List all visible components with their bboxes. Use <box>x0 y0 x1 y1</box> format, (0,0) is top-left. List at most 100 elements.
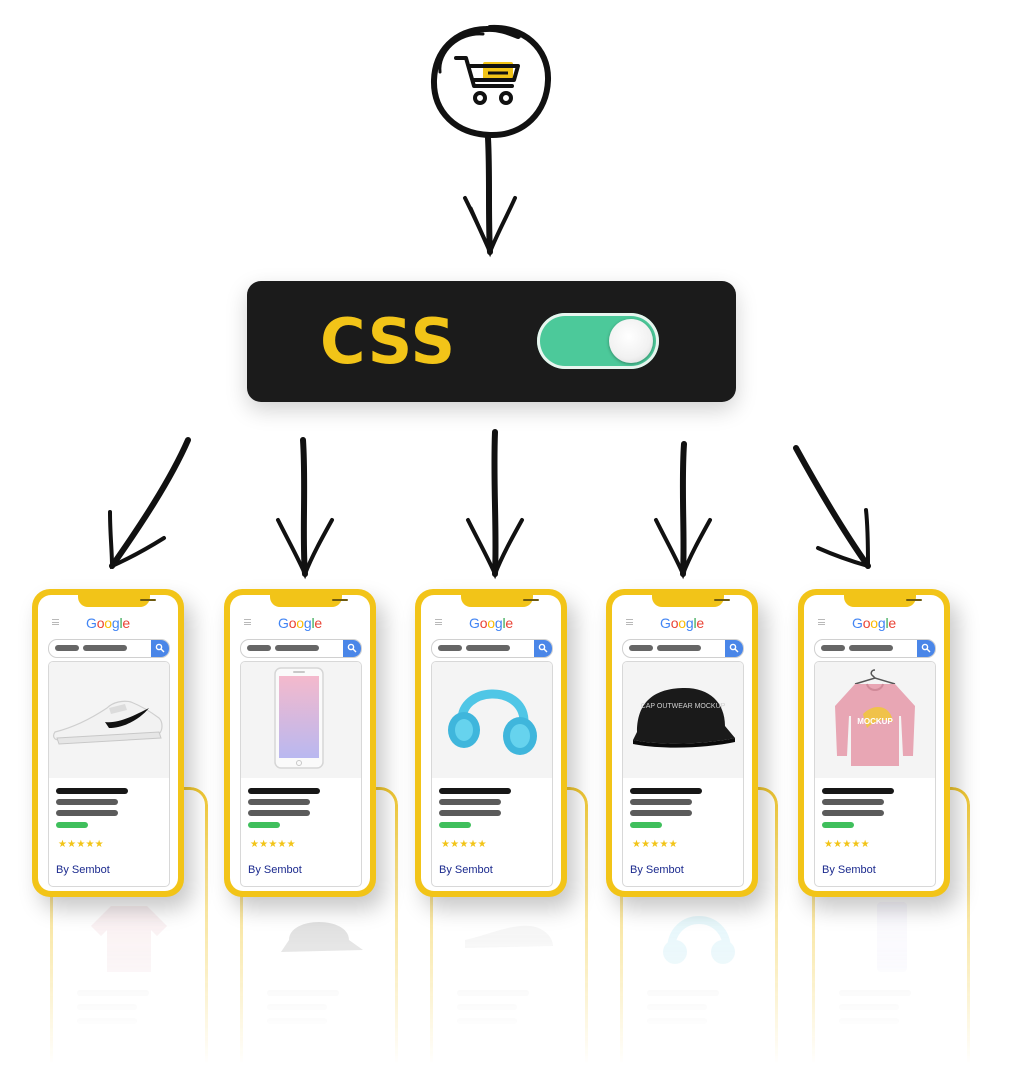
product-image <box>241 662 361 778</box>
rating-stars: ★★★★★ <box>632 839 678 850</box>
ghost-line <box>839 990 911 996</box>
ghost-line <box>839 1004 899 1010</box>
ghost-line <box>267 1018 327 1024</box>
text-bar <box>56 810 118 816</box>
ghost-phone <box>240 787 398 1065</box>
price-bar <box>630 822 662 828</box>
product-card[interactable]: ★★★★★ By Sembot <box>48 661 170 887</box>
text-bar <box>56 799 118 805</box>
search-input[interactable] <box>240 639 362 658</box>
arrow-down-right-icon <box>793 445 871 569</box>
rating-stars: ★★★★★ <box>824 839 870 850</box>
product-image: MOCKUP <box>815 662 935 778</box>
hamburger-menu-icon[interactable] <box>244 619 251 625</box>
credit-link[interactable]: By Sembot <box>630 864 684 876</box>
product-card[interactable]: CAP OUTWEAR MOCKUP ★★★★★ By Sembot <box>622 661 744 887</box>
sneaker-icon <box>53 700 163 745</box>
text-bar <box>248 810 310 816</box>
search-input[interactable] <box>814 639 936 658</box>
arrow-down-icon <box>276 437 334 580</box>
ghost-line <box>267 990 339 996</box>
search-input[interactable] <box>622 639 744 658</box>
search-icon <box>729 643 739 653</box>
google-logo: Google <box>852 615 896 631</box>
text-bar <box>439 810 501 816</box>
search-input[interactable] <box>48 639 170 658</box>
sweatshirt-ghost-icon <box>91 906 167 972</box>
price-bar <box>56 822 88 828</box>
product-card[interactable]: ★★★★★ By Sembot <box>431 661 553 887</box>
title-bar <box>439 788 511 794</box>
credit-link[interactable]: By Sembot <box>439 864 493 876</box>
arrow-down-left-icon <box>108 437 191 570</box>
ghost-line <box>457 1018 517 1024</box>
phone-smartphone: Google <box>224 589 376 897</box>
title-bar <box>630 788 702 794</box>
search-button[interactable] <box>917 640 935 657</box>
google-logo: Google <box>469 615 513 631</box>
phone-notch <box>461 595 539 607</box>
ghost-line <box>839 1018 899 1024</box>
credit-link[interactable]: By Sembot <box>248 864 302 876</box>
toggle-knob[interactable] <box>609 319 653 363</box>
phone-screen: Google MOCKUP <box>804 595 944 891</box>
title-bar <box>822 788 894 794</box>
sneaker-ghost-icon <box>465 925 553 948</box>
search-icon <box>538 643 548 653</box>
search-icon <box>347 643 357 653</box>
google-logo: Google <box>278 615 322 631</box>
ghost-line <box>77 990 149 996</box>
phone-notch <box>78 595 156 607</box>
google-logo: Google <box>86 615 130 631</box>
hamburger-menu-icon[interactable] <box>818 619 825 625</box>
css-toggle[interactable] <box>537 313 659 369</box>
price-bar <box>439 822 471 828</box>
arrow-down-icon <box>463 135 517 258</box>
phone-sneaker: Google ★★★★★ By Sembot <box>32 589 184 897</box>
ghost-line <box>77 1018 137 1024</box>
text-bar <box>248 799 310 805</box>
product-image <box>49 662 169 778</box>
ghost-line <box>267 1004 327 1010</box>
phone-sweatshirt: Google MOCKUP <box>798 589 950 897</box>
product-card[interactable]: MOCKUP ★★★★★ By Sembot <box>814 661 936 887</box>
css-label: CSS <box>320 305 457 378</box>
phone-screen: Google CAP OUTWEAR MOCKUP ★★★★★ By Semb <box>612 595 752 891</box>
hamburger-menu-icon[interactable] <box>52 619 59 625</box>
arrow-down-icon <box>654 441 712 580</box>
phone-screen: Google <box>230 595 370 891</box>
product-card[interactable]: ★★★★★ By Sembot <box>240 661 362 887</box>
text-bar <box>822 810 884 816</box>
title-bar <box>248 788 320 794</box>
shopping-cart-icon <box>454 56 520 105</box>
ghost-line <box>77 1004 137 1010</box>
headphones-ghost-icon <box>663 916 735 964</box>
search-icon <box>155 643 165 653</box>
ghost-line <box>647 990 719 996</box>
search-button[interactable] <box>534 640 552 657</box>
search-icon <box>921 643 931 653</box>
sweatshirt-icon: MOCKUP <box>835 669 915 766</box>
hamburger-menu-icon[interactable] <box>626 619 633 625</box>
product-image <box>432 662 552 778</box>
ghost-line <box>647 1004 707 1010</box>
text-bar <box>822 799 884 805</box>
google-logo: Google <box>660 615 704 631</box>
title-bar <box>56 788 128 794</box>
search-button[interactable] <box>725 640 743 657</box>
smartphone-ghost-icon <box>877 902 907 972</box>
text-bar <box>630 810 692 816</box>
phone-notch <box>270 595 348 607</box>
credit-link[interactable]: By Sembot <box>822 864 876 876</box>
phone-screen: Google ★★★★★ By Sembot <box>38 595 178 891</box>
search-button[interactable] <box>343 640 361 657</box>
price-bar <box>248 822 280 828</box>
phone-notch <box>652 595 730 607</box>
phone-notch <box>844 595 922 607</box>
search-input[interactable] <box>431 639 553 658</box>
hamburger-menu-icon[interactable] <box>435 619 442 625</box>
credit-link[interactable]: By Sembot <box>56 864 110 876</box>
search-button[interactable] <box>151 640 169 657</box>
cap-icon: CAP OUTWEAR MOCKUP <box>633 688 735 748</box>
rating-stars: ★★★★★ <box>250 839 296 850</box>
